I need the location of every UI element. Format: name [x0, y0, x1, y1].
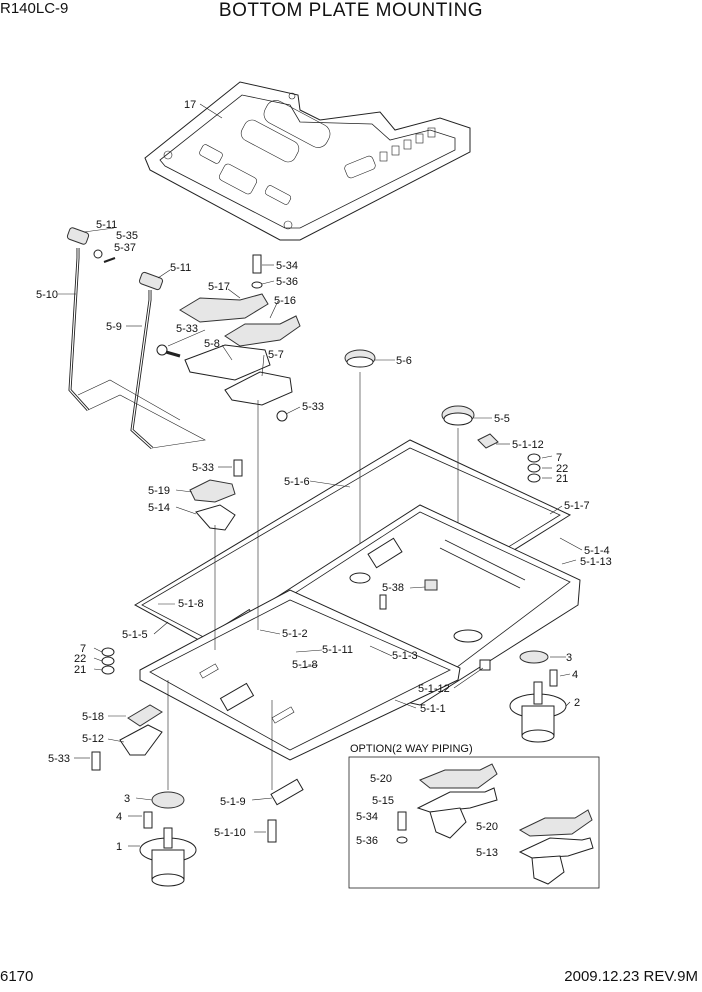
lever-handles — [66, 227, 206, 450]
label: 5-36 — [356, 835, 378, 847]
label: 5-20 — [476, 821, 498, 833]
revision-date: 2009.12.23 REV.9M — [564, 968, 698, 985]
label: 4 — [116, 811, 122, 823]
option-title: OPTION(2 WAY PIPING) — [350, 743, 473, 755]
label: 5-9 — [106, 321, 122, 333]
label: 5-12 — [82, 733, 104, 745]
label: 5-11 — [170, 262, 191, 274]
label: 5-1-4 — [584, 545, 610, 557]
label: 5-1-12 — [512, 439, 544, 451]
label: 5-1-7 — [564, 500, 590, 512]
label: 5-20 — [370, 773, 392, 785]
label: 5-33 — [302, 401, 324, 413]
small-parts — [189, 400, 304, 843]
label: 5-10 — [36, 289, 58, 301]
label: 5-1-13 — [580, 556, 612, 568]
label: 5-16 — [274, 295, 296, 307]
label: 22 — [74, 653, 86, 665]
label: 5-19 — [148, 485, 170, 497]
label: 5-1-5 — [122, 629, 148, 641]
label: 2 — [574, 697, 580, 709]
leader-lines — [58, 103, 583, 847]
label: 7 — [556, 452, 562, 464]
label: 5-6 — [396, 355, 412, 367]
label: 5-1-9 — [220, 796, 246, 808]
label: 5-34 — [276, 260, 298, 272]
label: 21 — [74, 664, 86, 676]
label: 5-33 — [192, 462, 214, 474]
label: 7 — [80, 643, 86, 655]
right-hardware — [509, 453, 567, 743]
label: 5-34 — [356, 811, 378, 823]
label: 5-1-3 — [392, 650, 418, 662]
label: 5-11 — [96, 219, 117, 231]
label: 3 — [124, 793, 130, 805]
lower-plate-5-1-1 — [139, 589, 491, 761]
label: 5-38 — [382, 582, 404, 594]
pedal-brackets — [156, 254, 301, 422]
label: 5-33 — [48, 753, 70, 765]
label: 5-33 — [176, 323, 198, 335]
label: 5-1-2 — [282, 628, 308, 640]
label: 5-5 — [494, 413, 510, 425]
model-number: R140LC-9 — [0, 0, 69, 17]
label: 5-35 — [116, 230, 138, 242]
label: 5-7 — [268, 349, 284, 361]
label: 4 — [572, 669, 578, 681]
label: 5-36 — [276, 276, 298, 288]
label: 5-14 — [148, 502, 170, 514]
label: 17 — [184, 99, 196, 111]
label: 5-17 — [208, 281, 230, 293]
label: 5-1-1 — [420, 703, 446, 715]
label: 5-1-8 — [178, 598, 204, 610]
label: 5-8 — [204, 338, 220, 350]
label: 5-1-6 — [284, 476, 310, 488]
label: 3 — [566, 652, 572, 664]
label: 5-15 — [372, 795, 394, 807]
left-hardware — [91, 647, 197, 887]
label: 5-18 — [82, 711, 104, 723]
label: 22 — [556, 463, 568, 475]
part-labels: 17 5-11 5-35 5-37 5-10 5-11 5-9 5-34 5-3… — [36, 99, 612, 859]
label: 5-1-11 — [322, 644, 353, 656]
floor-plate-17 — [144, 81, 471, 241]
option-box — [348, 756, 600, 889]
label: 5-13 — [476, 847, 498, 859]
label: 5-1-8 — [292, 659, 318, 671]
label: 1 — [116, 841, 122, 853]
label: 5-1-10 — [214, 827, 246, 839]
label: 21 — [556, 473, 568, 485]
label: 5-1-12 — [418, 683, 450, 695]
page-title: BOTTOM PLATE MOUNTING — [218, 0, 484, 21]
page-number: 6170 — [0, 968, 34, 985]
label: 5-37 — [114, 242, 136, 254]
